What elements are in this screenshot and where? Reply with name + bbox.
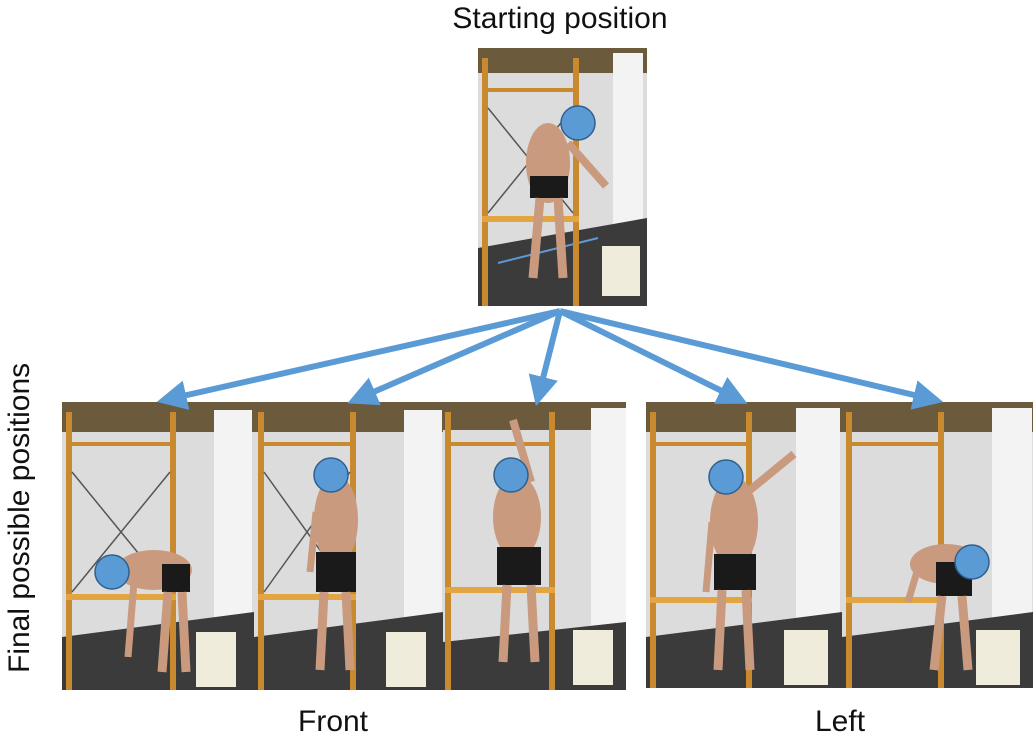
arrow-to-front-1 <box>156 308 561 410</box>
left-label: Left <box>815 705 866 738</box>
front-3-photo <box>443 402 626 690</box>
left-1-photo <box>646 402 842 688</box>
arrow-to-left-2 <box>559 308 944 410</box>
front-1-photo <box>62 402 254 690</box>
arrow-to-front-3 <box>528 310 563 407</box>
final-positions-label: Final possible positions <box>3 362 36 673</box>
arrow-to-front-2 <box>347 308 562 406</box>
left-2-photo <box>842 402 1033 688</box>
starting-position-title: Starting position <box>452 2 668 35</box>
arrow-to-left-1 <box>558 308 748 404</box>
starting-position-photo <box>478 48 647 306</box>
front-2-photo <box>254 402 443 690</box>
front-label: Front <box>298 705 369 738</box>
